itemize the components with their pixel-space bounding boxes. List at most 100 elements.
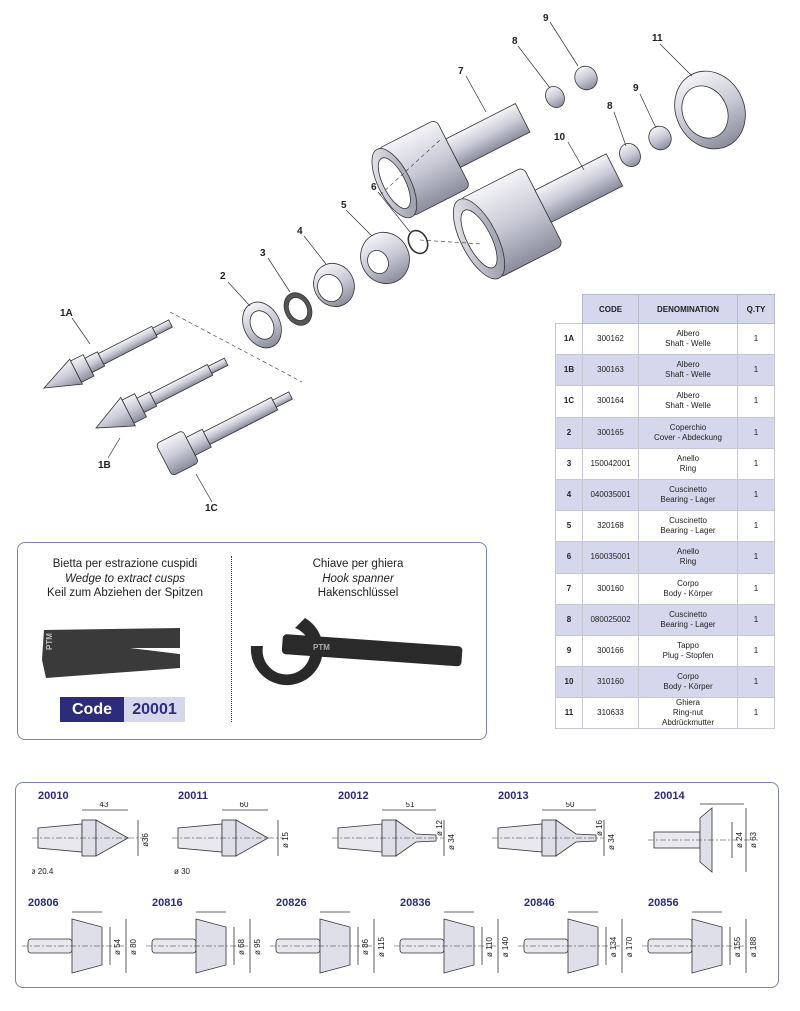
bearing-8-top <box>545 85 565 109</box>
callout-8-top: 8 <box>512 36 518 47</box>
dimension-label: 50 <box>566 802 575 809</box>
callout-5: 5 <box>341 200 347 211</box>
dimension-label: ø 12 <box>435 819 444 836</box>
dimension-label: ø 140 <box>501 936 510 957</box>
dimension-label: ø 20.4 <box>32 867 54 876</box>
dimension-label: 35 <box>578 909 587 911</box>
denomination-en-de: Shaft - Welle <box>665 401 711 411</box>
denomination-en-de: Bearing - Lager <box>660 619 716 629</box>
part-number: 7 <box>566 583 572 593</box>
callout-10: 10 <box>554 132 566 143</box>
point-code: 20010 <box>38 790 69 802</box>
denomination-it: Albero <box>676 360 700 370</box>
denomination-it: Cuscinetto <box>669 516 707 526</box>
denomination-en-de: Bearing - Lager <box>660 495 716 505</box>
denomination-en-de: Plug - Stopfen <box>662 650 714 660</box>
exploded-view-drawing <box>43 21 746 503</box>
dimension-label: 60 <box>240 802 249 809</box>
part-code: 300162 <box>597 334 624 344</box>
part-qty: 1 <box>753 396 759 406</box>
part-code: 300163 <box>597 365 624 375</box>
part-qty: 1 <box>753 490 759 500</box>
callout-9-mid: 9 <box>633 83 639 94</box>
part-qty: 1 <box>753 708 759 718</box>
col-code: CODE <box>582 294 639 324</box>
part-number: 4 <box>566 490 572 500</box>
denomination-en-de: Ring <box>679 557 697 567</box>
dimension-label: ø36 <box>141 833 150 847</box>
denomination-en-de: Cover - Abdeckung <box>653 432 723 442</box>
dimension-label: 51 <box>406 802 415 809</box>
part-code: 080025002 <box>590 614 631 624</box>
col-denomination: DENOMINATION <box>638 294 738 324</box>
dimension-label: ø 170 <box>625 936 634 957</box>
denomination-it: Ghiera <box>675 698 700 708</box>
denomination-it: Anello <box>676 547 700 557</box>
dimension-label: ø 16 <box>595 819 604 836</box>
callout-7: 7 <box>458 66 464 77</box>
code-label: Code <box>60 697 124 722</box>
point-code: 20826 <box>276 897 307 909</box>
callout-1a: 1A <box>60 308 73 319</box>
part-code: 310633 <box>597 708 624 718</box>
point-code: 20014 <box>654 790 685 802</box>
point-drawing: 30ø 68ø 95 <box>146 909 262 974</box>
part-number: 3 <box>566 458 572 468</box>
callout-4: 4 <box>297 226 303 237</box>
dimension-label: 44 <box>718 802 727 804</box>
dimension-label: ø 68 <box>237 938 246 955</box>
part-number: 1A <box>563 334 575 344</box>
callout-1c: 1C <box>205 503 218 514</box>
part-number: 1C <box>563 396 575 406</box>
part-qty: 1 <box>753 677 759 687</box>
point-code: 20012 <box>338 790 369 802</box>
dimension-label: ø 15 <box>281 831 290 848</box>
denomination-it: Albero <box>676 329 700 339</box>
dimension-label: ø 24 <box>735 831 744 848</box>
dimension-label: 30 <box>454 909 463 911</box>
part-code: 300164 <box>597 396 624 406</box>
part-number: 5 <box>566 521 572 531</box>
denomination-en-de: Shaft - Welle <box>665 370 711 380</box>
denomination-en-de: Shaft - Welle <box>665 339 711 349</box>
point-drawing: 50ø 16ø 34 <box>492 802 616 857</box>
wedge-name-it: Bietta per estrazione cuspidi <box>52 558 198 570</box>
wedge-brand: PTM <box>45 633 54 650</box>
shaft-1a <box>43 319 173 389</box>
part-number: 6 <box>566 552 572 562</box>
part-qty: 1 <box>753 521 759 531</box>
wedge-description: Bietta per estrazione cuspidi Wedge to e… <box>25 557 225 601</box>
spanner-name-de: Hakenschlüssel <box>317 587 399 599</box>
denomination-it: Cuscinetto <box>669 485 707 495</box>
part-code: 300160 <box>597 583 624 593</box>
callout-9-top: 9 <box>543 13 549 24</box>
divider <box>231 556 232 722</box>
part-code: 300165 <box>597 427 624 437</box>
part-qty: 1 <box>753 645 759 655</box>
part-qty: 1 <box>753 614 759 624</box>
plug-9-mid <box>648 125 672 151</box>
point-code: 20013 <box>498 790 529 802</box>
spanner-image: PTM <box>250 618 463 686</box>
denomination-it: Albero <box>676 391 700 401</box>
part-number: 2 <box>566 427 572 437</box>
point-code: 20856 <box>648 897 679 909</box>
callout-6: 6 <box>371 182 377 193</box>
dimension-label: 30 <box>206 909 215 911</box>
callout-2: 2 <box>220 271 226 282</box>
part-code: 310160 <box>597 677 624 687</box>
part-number: 9 <box>566 645 572 655</box>
dimension-label: 30 <box>330 909 339 911</box>
part-number: 10 <box>564 677 574 687</box>
point-code: 20816 <box>152 897 183 909</box>
callout-11: 11 <box>652 33 663 44</box>
